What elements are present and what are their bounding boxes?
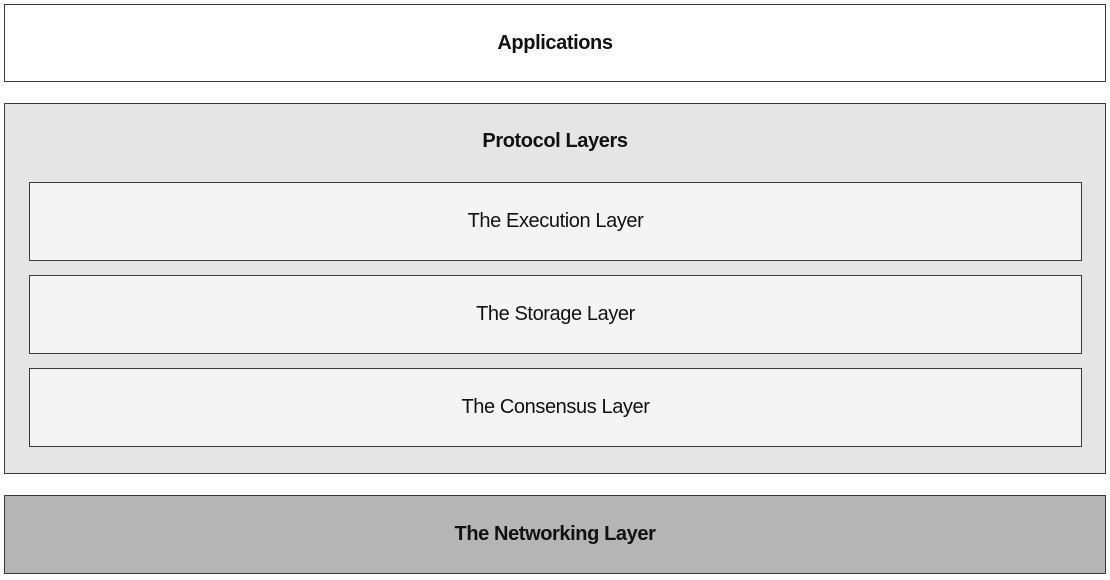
networking-layer-label: The Networking Layer (454, 523, 656, 545)
applications-box: Applications (4, 4, 1106, 82)
execution-layer-label: The Execution Layer (467, 210, 644, 232)
applications-label: Applications (497, 31, 613, 54)
consensus-layer-label: The Consensus Layer (461, 396, 650, 418)
networking-layer-box: The Networking Layer (4, 495, 1106, 574)
execution-layer-box: The Execution Layer (29, 182, 1082, 261)
protocol-layers-box: Protocol Layers The Execution Layer The … (4, 103, 1106, 474)
storage-layer-label: The Storage Layer (476, 303, 635, 325)
consensus-layer-box: The Consensus Layer (29, 368, 1082, 447)
protocol-layers-title: Protocol Layers (482, 130, 628, 152)
storage-layer-box: The Storage Layer (29, 275, 1082, 354)
